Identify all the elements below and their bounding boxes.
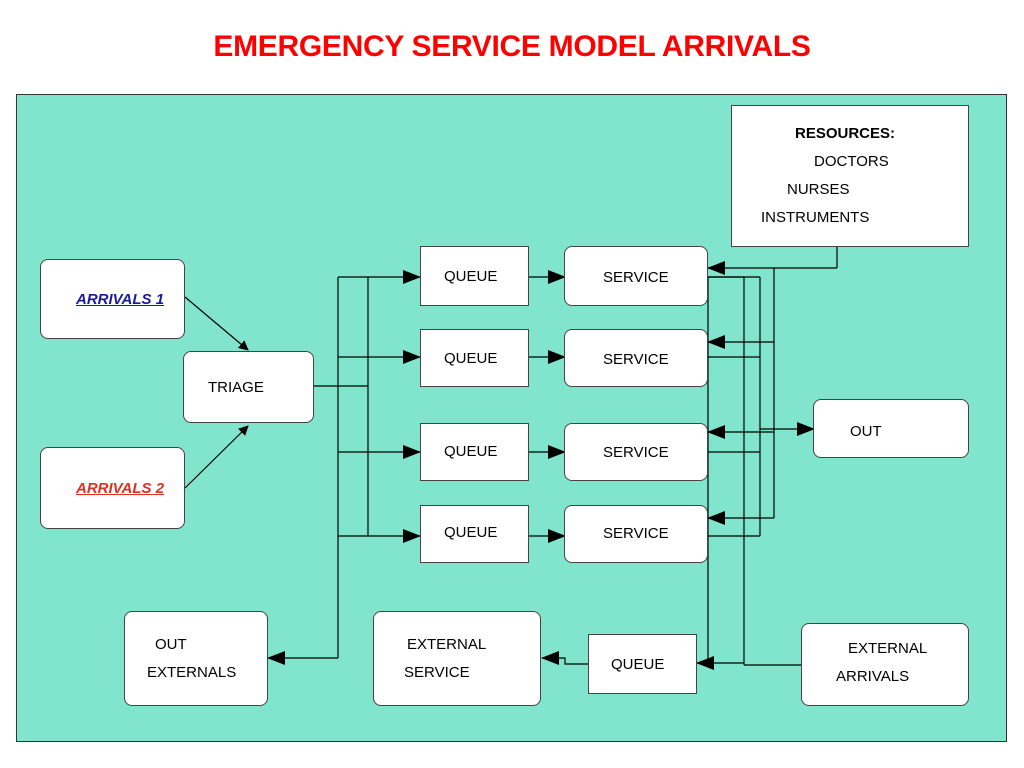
external-queue-node[interactable]: QUEUE: [588, 634, 697, 694]
out-label: OUT: [850, 423, 882, 440]
queue-label: QUEUE: [444, 268, 498, 285]
external-service-label-1: EXTERNAL: [407, 636, 487, 653]
queue-node-2[interactable]: QUEUE: [420, 329, 529, 387]
service-node-4[interactable]: SERVICE: [564, 505, 708, 563]
out-externals-node[interactable]: OUT EXTERNALS: [124, 611, 268, 706]
resource-nurses: NURSES: [787, 181, 850, 198]
external-service-label-2: SERVICE: [404, 664, 470, 681]
queue-label: QUEUE: [444, 524, 498, 541]
external-service-node[interactable]: EXTERNAL SERVICE: [373, 611, 541, 706]
service-label: SERVICE: [603, 269, 669, 286]
queue-label: QUEUE: [444, 443, 498, 460]
service-label: SERVICE: [603, 444, 669, 461]
out-node[interactable]: OUT: [813, 399, 969, 458]
triage-label: TRIAGE: [208, 379, 264, 396]
service-node-2[interactable]: SERVICE: [564, 329, 708, 387]
resource-doctors: DOCTORS: [814, 153, 889, 170]
external-arrivals-label-1: EXTERNAL: [848, 640, 928, 657]
resource-instruments: INSTRUMENTS: [761, 209, 870, 226]
out-externals-label-1: OUT: [155, 636, 187, 653]
queue-to-external-service-arrow: [541, 651, 588, 665]
queue-node-4[interactable]: QUEUE: [420, 505, 529, 563]
resources-heading: RESOURCES:: [795, 125, 896, 142]
diagram-title: EMERGENCY SERVICE MODEL ARRIVALS: [213, 30, 811, 63]
service-label: SERVICE: [603, 525, 669, 542]
external-arrivals-node[interactable]: EXTERNAL ARRIVALS: [801, 623, 969, 706]
queue-node-1[interactable]: QUEUE: [420, 246, 529, 306]
queue-node-3[interactable]: QUEUE: [420, 423, 529, 481]
external-queue-label: QUEUE: [611, 656, 665, 673]
arrivals1-to-triage-arrow: [184, 296, 249, 351]
queue-label: QUEUE: [444, 350, 498, 367]
arrivals2-to-triage-arrow: [184, 425, 249, 489]
arrivals2-node[interactable]: ARRIVALS 2: [40, 447, 185, 529]
service-node-1[interactable]: SERVICE: [564, 246, 708, 306]
resources-box: RESOURCES: DOCTORS NURSES INSTRUMENTS: [731, 105, 969, 247]
arrivals2-label: ARRIVALS 2: [76, 480, 165, 497]
triage-node[interactable]: TRIAGE: [183, 351, 314, 423]
arrivals1-node[interactable]: ARRIVALS 1: [40, 259, 185, 339]
arrivals1-label: ARRIVALS 1: [76, 291, 165, 308]
service-node-3[interactable]: SERVICE: [564, 423, 708, 481]
out-externals-label-2: EXTERNALS: [147, 664, 237, 681]
external-arrivals-label-2: ARRIVALS: [836, 668, 910, 685]
service-label: SERVICE: [603, 351, 669, 368]
